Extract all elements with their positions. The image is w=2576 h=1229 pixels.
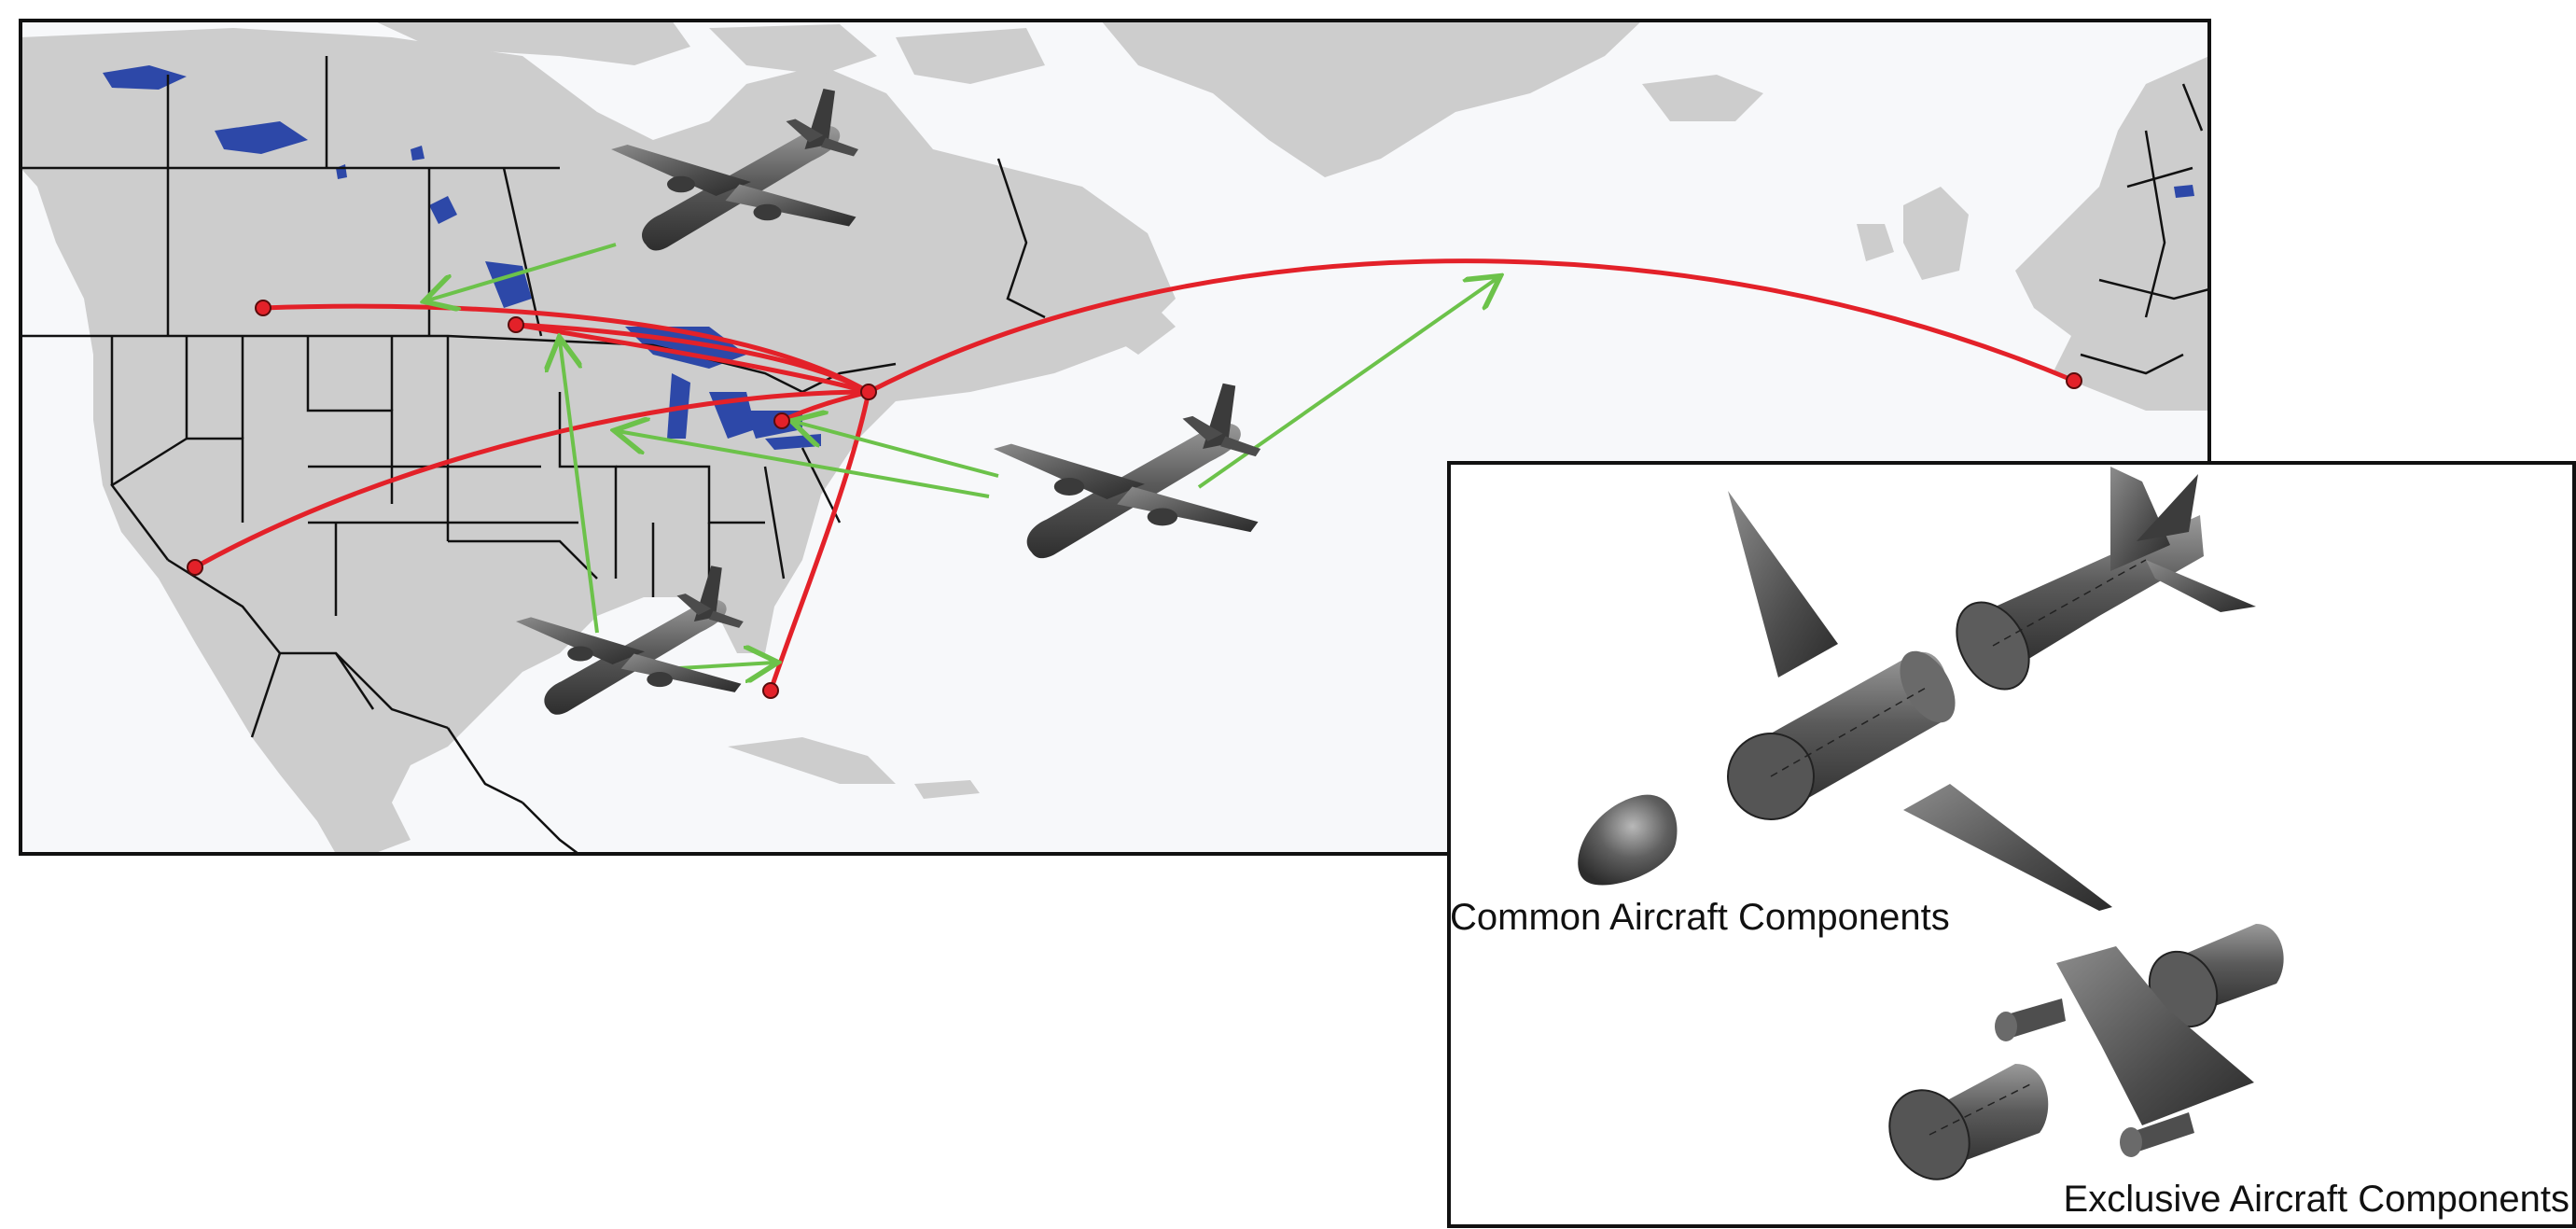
- arrow-to-chicago: [618, 431, 990, 498]
- hub-dot-icon: [508, 316, 524, 333]
- vertical-stabilizer-icon: [1728, 491, 1838, 677]
- tail-section-icon: [1956, 467, 2256, 691]
- aircraft-assignment-arrows: [427, 243, 1497, 668]
- wing-with-engines-icon: [1995, 946, 2254, 1157]
- landmass: [21, 21, 2209, 854]
- hub-dot-icon: [2066, 372, 2082, 389]
- route-winnipeg-hub: [513, 322, 871, 395]
- arrow-to-miami: [678, 663, 774, 668]
- arrow-to-winnipeg: [560, 341, 599, 634]
- arrow-to-detroit: [795, 422, 999, 478]
- common-components-label: Common Aircraft Components: [1450, 897, 1950, 938]
- hub-dot-icon: [187, 559, 203, 576]
- map-frame: [19, 19, 2211, 856]
- wing-section-icon: [1903, 784, 2112, 911]
- hub-dot-icon: [860, 384, 877, 400]
- route-la-hub: [192, 389, 871, 570]
- hub-dot-icon: [773, 412, 790, 429]
- route-miami-hub: [768, 389, 871, 693]
- route-calgary-hub: [260, 303, 871, 395]
- components-panel: Common Aircraft Components Exclusive Air…: [1447, 461, 2576, 1228]
- arrow-to-calgary: [427, 243, 617, 300]
- exclusive-components-label: Exclusive Aircraft Components: [2064, 1179, 2569, 1220]
- map-panel: [19, 19, 2211, 856]
- fuselage-plug-icon: [1888, 1064, 2049, 1180]
- nose-cone-icon: [1578, 794, 1678, 886]
- hub-dot-icon: [762, 682, 779, 699]
- route-hub-europe: [866, 258, 2077, 395]
- hub-dot-icon: [255, 300, 272, 316]
- fuselage-section-icon: [1727, 650, 1956, 820]
- airports: [187, 300, 2082, 699]
